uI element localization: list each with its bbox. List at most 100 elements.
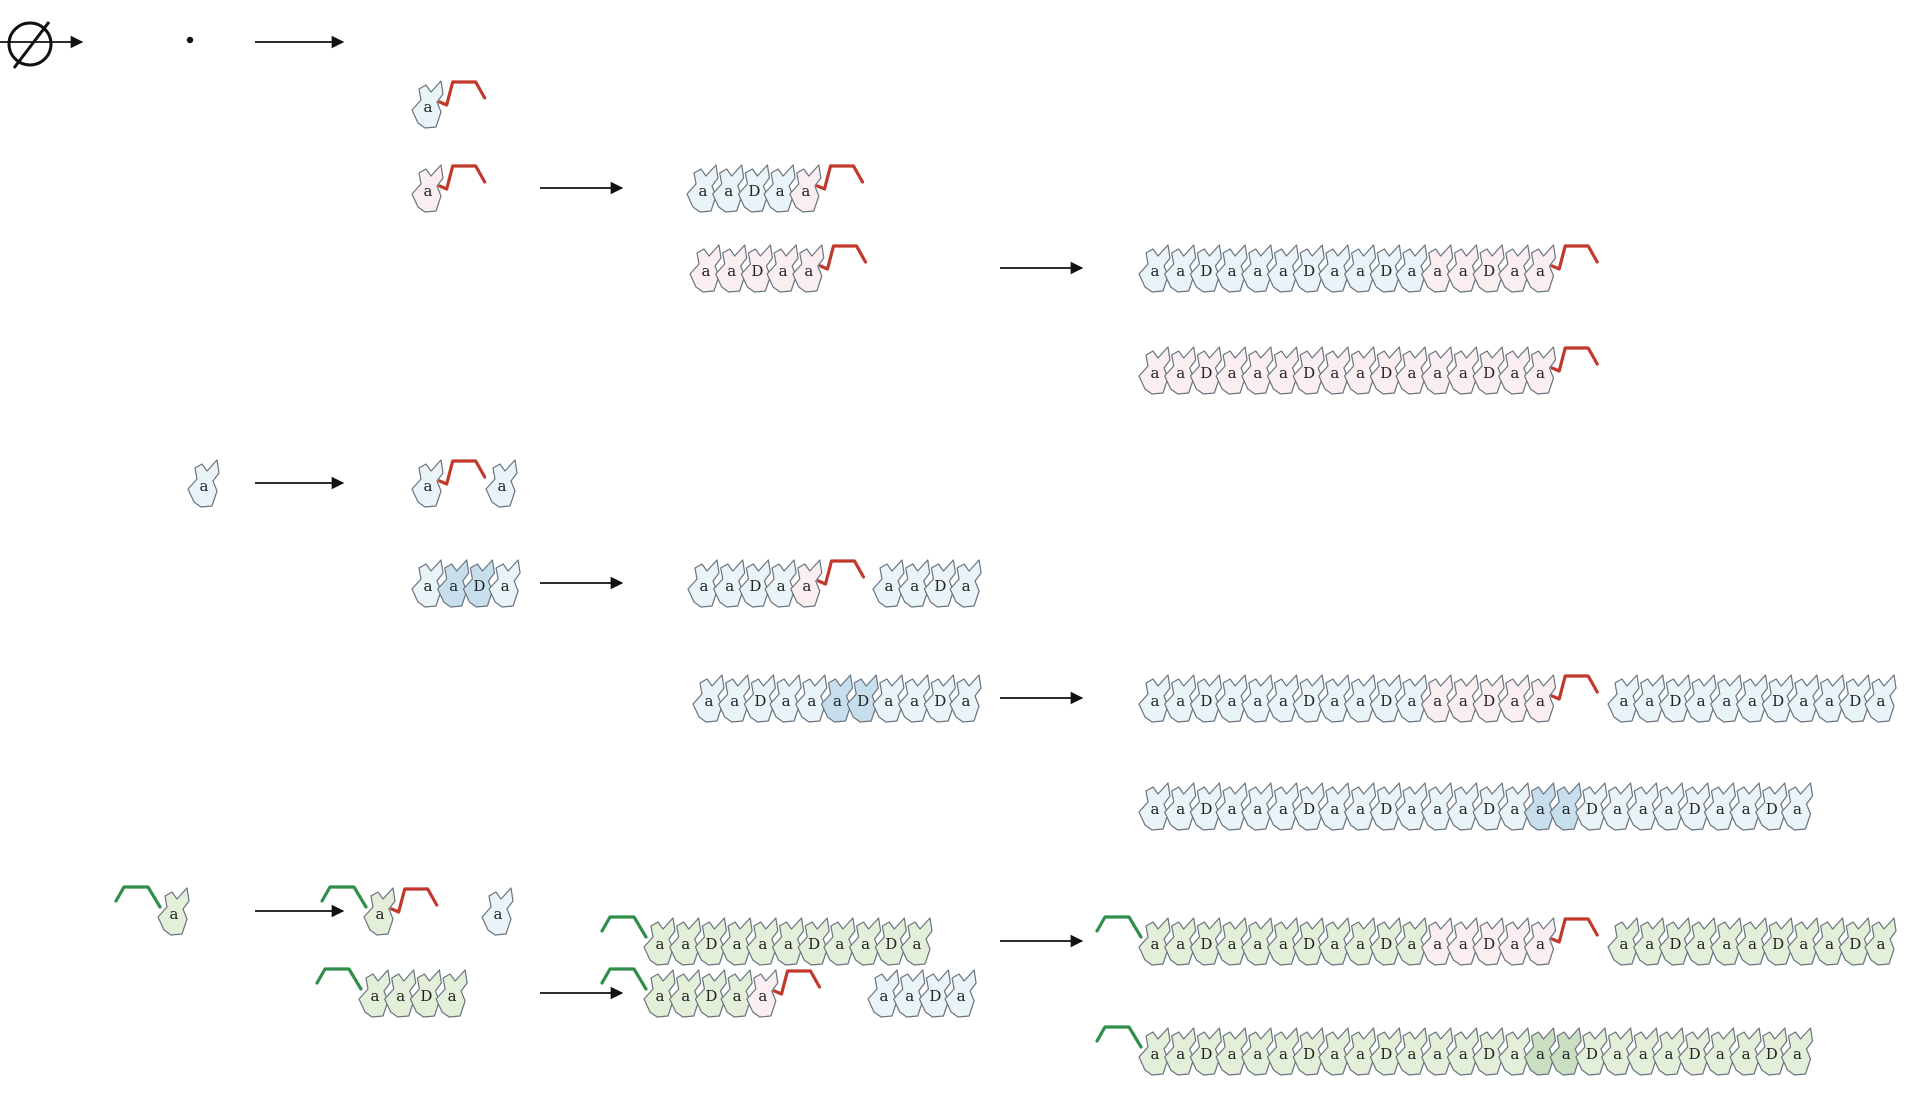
monomer-tile (792, 244, 825, 293)
tile-letter: a (1228, 692, 1237, 710)
tile-letter: a (1330, 800, 1339, 818)
tile-letter: a (1356, 800, 1365, 818)
monomer-tile (746, 969, 779, 1018)
monomer-tile (435, 969, 468, 1018)
red-linker (816, 559, 866, 586)
tile-letter: D (749, 577, 761, 595)
tile-letter: a (1562, 1045, 1571, 1063)
tile-letter: a (1510, 364, 1519, 382)
tile-letter: D (1483, 800, 1495, 818)
red-linker (438, 164, 487, 191)
tile-letter: a (705, 692, 714, 710)
tile-letter: a (501, 577, 510, 595)
tile-letter: D (1849, 935, 1861, 953)
tile-letter: D (1483, 935, 1495, 953)
tile-letter: a (1697, 935, 1706, 953)
tile-letter: D (1766, 800, 1778, 818)
tile-letter: a (1408, 800, 1417, 818)
tile-letter: a (1356, 262, 1365, 280)
row-single-a-chain-3: a (485, 459, 518, 508)
tile-letter: a (962, 577, 971, 595)
monomer-tile (485, 459, 518, 508)
tile-letter: a (1330, 364, 1339, 382)
tile-letter: a (1793, 1045, 1802, 1063)
tile-letter: a (1228, 262, 1237, 280)
tile-letter: a (1697, 692, 1706, 710)
tile-letter: a (1330, 935, 1339, 953)
tile-letter: a (885, 577, 894, 595)
green-linker (320, 885, 368, 909)
tile-letter: D (808, 935, 820, 953)
tile-letter: a (1151, 800, 1160, 818)
tile-letter: a (727, 262, 736, 280)
tile-letter: a (782, 692, 791, 710)
tile-letter: a (1510, 692, 1519, 710)
row-green-start-chain-3: a (481, 887, 514, 936)
tile-letter: a (1228, 800, 1237, 818)
tile-letter: a (835, 935, 844, 953)
tile-letter: D (1303, 1045, 1315, 1063)
tile-letter: a (724, 182, 733, 200)
monomer-tile (790, 559, 823, 608)
row-single-a-chain-0: a (187, 459, 220, 508)
tile-letter: a (494, 905, 503, 923)
tile-letter: a (776, 182, 785, 200)
tile-letter: D (1586, 800, 1598, 818)
monomer-tile (1864, 917, 1897, 966)
tile-letter: a (1613, 1045, 1622, 1063)
tile-letter: a (1279, 692, 1288, 710)
tile-letter: a (1877, 935, 1886, 953)
red-linker (438, 80, 487, 107)
red-linker (772, 969, 822, 996)
red-linker (1550, 346, 1599, 373)
tile-letter: D (1303, 935, 1315, 953)
tile-letter: a (1408, 364, 1417, 382)
tile-letter: D (1303, 262, 1315, 280)
tile-letter: a (1645, 935, 1654, 953)
tile-letter: a (498, 477, 507, 495)
tile-letter: a (1510, 262, 1519, 280)
tile-letter: a (802, 577, 811, 595)
tile-letter: a (1799, 692, 1808, 710)
tile-letter: D (1772, 692, 1784, 710)
tile-letter: a (801, 182, 810, 200)
green-linker (114, 885, 162, 909)
monomer-tile (411, 164, 444, 213)
tile-letter: a (1408, 1045, 1417, 1063)
tile-letter: a (424, 182, 433, 200)
tile-letter: D (1483, 262, 1495, 280)
tile-letter: a (1510, 935, 1519, 953)
tile-letter: a (861, 935, 870, 953)
tile-letter: a (1151, 935, 1160, 953)
monomer-tile (949, 674, 982, 723)
monomer-tile (411, 80, 444, 129)
monomer-tile (1523, 917, 1557, 966)
tile-letter: a (1176, 262, 1185, 280)
tile-letter: a (376, 905, 385, 923)
tile-letter: a (1228, 1045, 1237, 1063)
tile-letter: a (1408, 692, 1417, 710)
seed-dot (186, 36, 194, 44)
tile-letter: a (784, 935, 793, 953)
row-gen1-pink-seed-chain-0: a (411, 164, 487, 213)
tile-letter: a (170, 905, 179, 923)
tile-letter: a (1510, 800, 1519, 818)
tile-letter: a (681, 987, 690, 1005)
tile-letter: a (1877, 692, 1886, 710)
tile-letter: a (1620, 935, 1629, 953)
tile-letter: a (910, 692, 919, 710)
tile-letter: a (1228, 364, 1237, 382)
tile-letter: a (699, 182, 708, 200)
tile-letter: D (1669, 935, 1681, 953)
tile-letter: D (1303, 800, 1315, 818)
tile-letter: a (1279, 364, 1288, 382)
tile-letter: a (884, 692, 893, 710)
tile-letter: a (1536, 692, 1545, 710)
monomer-tile (488, 559, 521, 608)
green-linker (315, 967, 363, 991)
monomer-tile (789, 164, 822, 213)
tile-letter: D (1380, 262, 1392, 280)
